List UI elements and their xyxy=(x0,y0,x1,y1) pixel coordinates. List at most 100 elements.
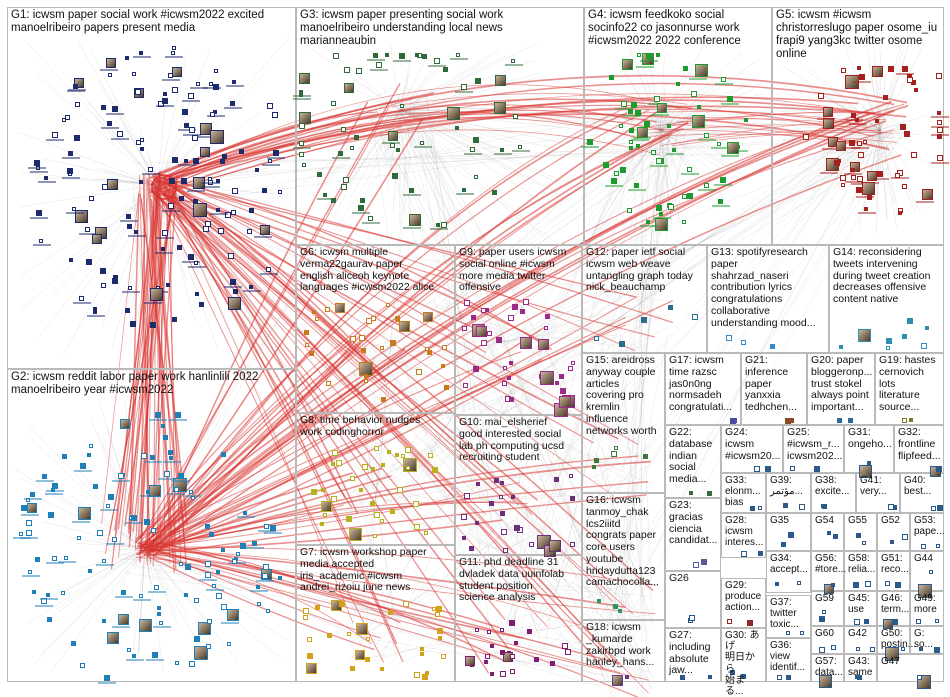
user-node[interactable] xyxy=(192,135,198,141)
user-node[interactable] xyxy=(545,314,550,319)
user-node[interactable] xyxy=(112,537,117,542)
user-node[interactable] xyxy=(216,208,220,212)
user-node[interactable] xyxy=(388,131,398,141)
user-node[interactable] xyxy=(886,346,890,350)
user-node[interactable] xyxy=(77,536,81,540)
user-node[interactable] xyxy=(162,230,168,236)
user-node[interactable] xyxy=(303,615,308,620)
user-node[interactable] xyxy=(656,53,660,57)
user-node[interactable] xyxy=(701,559,707,565)
user-node[interactable] xyxy=(139,594,143,598)
user-node[interactable] xyxy=(131,515,137,521)
user-node[interactable] xyxy=(414,672,420,678)
user-node[interactable] xyxy=(902,334,907,339)
user-node[interactable] xyxy=(403,601,409,607)
user-node[interactable] xyxy=(490,672,494,676)
user-node[interactable] xyxy=(52,132,58,138)
user-node[interactable] xyxy=(785,418,791,424)
user-node[interactable] xyxy=(346,516,352,522)
user-node[interactable] xyxy=(127,648,131,652)
user-node[interactable] xyxy=(434,58,440,64)
user-node[interactable] xyxy=(554,477,559,482)
user-node[interactable] xyxy=(697,105,701,109)
user-node[interactable] xyxy=(487,331,492,336)
user-node[interactable] xyxy=(199,302,204,307)
user-node[interactable] xyxy=(381,463,385,467)
user-node[interactable] xyxy=(877,171,883,177)
user-node[interactable] xyxy=(228,297,241,310)
user-node[interactable] xyxy=(775,582,779,586)
user-node[interactable] xyxy=(416,369,422,375)
user-node[interactable] xyxy=(321,488,325,492)
user-node[interactable] xyxy=(695,64,708,77)
user-node[interactable] xyxy=(48,512,54,518)
user-node[interactable] xyxy=(527,629,532,634)
user-node[interactable] xyxy=(200,147,210,157)
user-node[interactable] xyxy=(46,593,50,597)
user-node[interactable] xyxy=(93,484,98,489)
user-node[interactable] xyxy=(463,383,468,388)
user-node[interactable] xyxy=(121,590,126,595)
user-node[interactable] xyxy=(765,466,771,472)
user-node[interactable] xyxy=(320,522,324,526)
user-node[interactable] xyxy=(438,628,442,632)
user-node[interactable] xyxy=(864,207,868,211)
user-node[interactable] xyxy=(332,450,338,456)
user-node[interactable] xyxy=(691,91,697,97)
user-node[interactable] xyxy=(230,101,235,106)
user-node[interactable] xyxy=(349,528,362,541)
user-node[interactable] xyxy=(900,124,906,130)
user-node[interactable] xyxy=(331,462,335,466)
user-node[interactable] xyxy=(833,534,838,539)
user-node[interactable] xyxy=(152,652,158,658)
user-node[interactable] xyxy=(803,134,809,140)
user-node[interactable] xyxy=(444,385,449,390)
user-node[interactable] xyxy=(917,675,922,680)
user-node[interactable] xyxy=(858,329,871,342)
user-node[interactable] xyxy=(511,59,515,63)
user-node[interactable] xyxy=(266,609,270,613)
user-node[interactable] xyxy=(333,53,339,59)
user-node[interactable] xyxy=(230,279,236,285)
user-node[interactable] xyxy=(28,570,32,574)
user-node[interactable] xyxy=(27,503,37,513)
user-node[interactable] xyxy=(347,632,351,636)
user-node[interactable] xyxy=(47,617,52,622)
user-node[interactable] xyxy=(343,177,349,183)
user-node[interactable] xyxy=(370,501,375,506)
user-node[interactable] xyxy=(864,619,869,624)
user-node[interactable] xyxy=(35,557,40,562)
user-node[interactable] xyxy=(144,519,150,525)
user-node[interactable] xyxy=(39,239,43,243)
user-node[interactable] xyxy=(108,73,112,77)
user-node[interactable] xyxy=(907,318,913,324)
user-node[interactable] xyxy=(102,559,106,563)
user-node[interactable] xyxy=(303,608,309,614)
user-node[interactable] xyxy=(182,109,188,115)
user-node[interactable] xyxy=(485,654,490,659)
user-node[interactable] xyxy=(365,657,370,662)
user-node[interactable] xyxy=(307,653,313,659)
user-node[interactable] xyxy=(902,66,908,72)
user-node[interactable] xyxy=(19,532,23,536)
user-node[interactable] xyxy=(108,494,114,500)
user-node[interactable] xyxy=(127,224,132,229)
user-node[interactable] xyxy=(797,581,801,585)
user-node[interactable] xyxy=(323,193,327,197)
user-node[interactable] xyxy=(485,308,489,312)
user-node[interactable] xyxy=(840,175,846,181)
user-node[interactable] xyxy=(62,118,66,122)
user-node[interactable] xyxy=(473,137,479,143)
user-node[interactable] xyxy=(570,542,575,547)
user-node[interactable] xyxy=(247,229,252,234)
user-node[interactable] xyxy=(299,73,310,84)
user-node[interactable] xyxy=(305,343,309,347)
user-node[interactable] xyxy=(777,675,782,680)
user-node[interactable] xyxy=(44,176,48,180)
user-node[interactable] xyxy=(228,253,234,259)
user-node[interactable] xyxy=(555,381,559,385)
user-node[interactable] xyxy=(132,72,136,76)
user-node[interactable] xyxy=(462,536,466,540)
user-node[interactable] xyxy=(937,134,942,139)
user-node[interactable] xyxy=(92,234,102,244)
